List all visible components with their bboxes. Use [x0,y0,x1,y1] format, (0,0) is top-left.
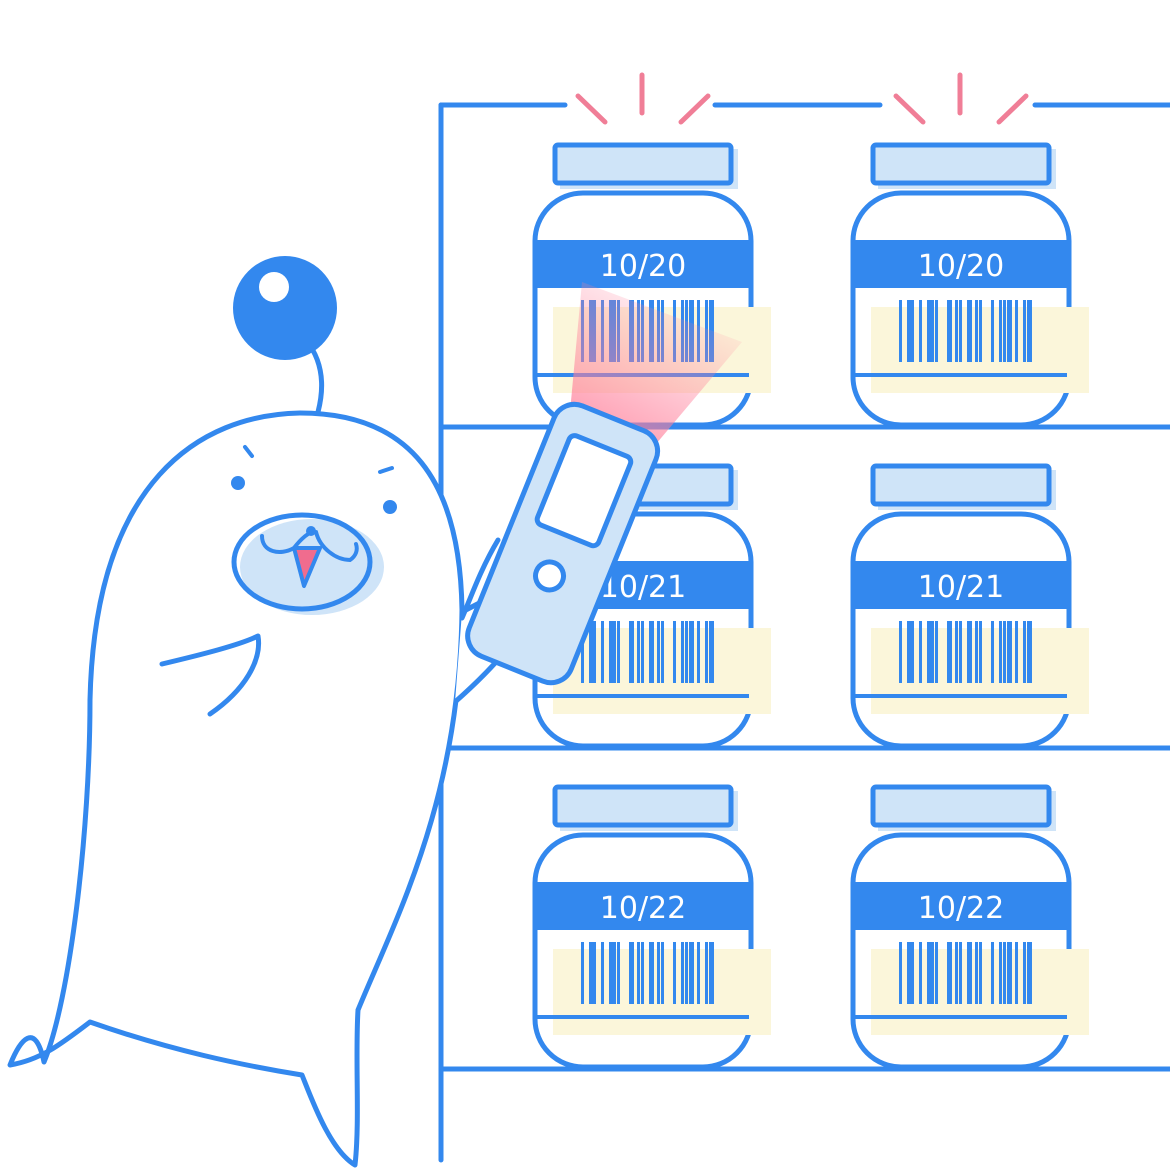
sparkle-icon [893,72,1029,125]
scanner-button [533,559,567,593]
jar: 10/21 [850,463,1089,749]
jar-lid [552,142,734,186]
sparkle-group [575,72,1029,125]
right-brow [378,466,394,474]
jar-date-label: 10/21 [918,570,1004,605]
seal-body [7,410,465,1168]
jar-date-label: 10/22 [600,891,686,926]
barcode-icon [581,621,714,683]
jar: 10/20 [850,142,1089,428]
antenna-ball-icon [233,256,337,360]
muzzle [231,512,373,612]
jar-date-band [855,561,1067,609]
jar-date-label: 10/22 [918,891,1004,926]
jar-grid: 10/20 10/20 10/21 10/21 10/22 10/22 [532,142,1089,1070]
jar-lid [870,784,1052,828]
left-eye [231,476,245,490]
right-eye [383,500,397,514]
jar-lid [870,463,1052,507]
jar-date-band [537,882,749,930]
jar: 10/22 [850,784,1089,1070]
jar-date-label: 10/20 [600,249,686,284]
nose [306,526,316,536]
left-brow [243,445,254,458]
barcode-icon [581,942,714,1004]
seal-mascot-icon [7,256,531,1168]
sparkle-icon [575,72,711,125]
antenna-highlight [259,272,289,302]
flipper-grip [459,537,501,621]
barcode-icon [899,942,1032,1004]
jar-lid [552,784,734,828]
jar-date-band [855,240,1067,288]
left-flipper [159,633,262,717]
jar: 10/22 [532,784,771,1070]
jar-date-band [855,882,1067,930]
barcode-scanner-icon [465,401,661,686]
mouth-line [260,529,359,563]
tongue [292,546,322,588]
jar-date-label: 10/20 [918,249,1004,284]
scanner-screen [534,433,634,549]
jar-date-band [537,240,749,288]
jar-lid [870,142,1052,186]
barcode-icon [899,300,1032,362]
scan-beam [570,282,742,444]
barcode-icon [899,621,1032,683]
jar-date-label: 10/21 [600,570,686,605]
